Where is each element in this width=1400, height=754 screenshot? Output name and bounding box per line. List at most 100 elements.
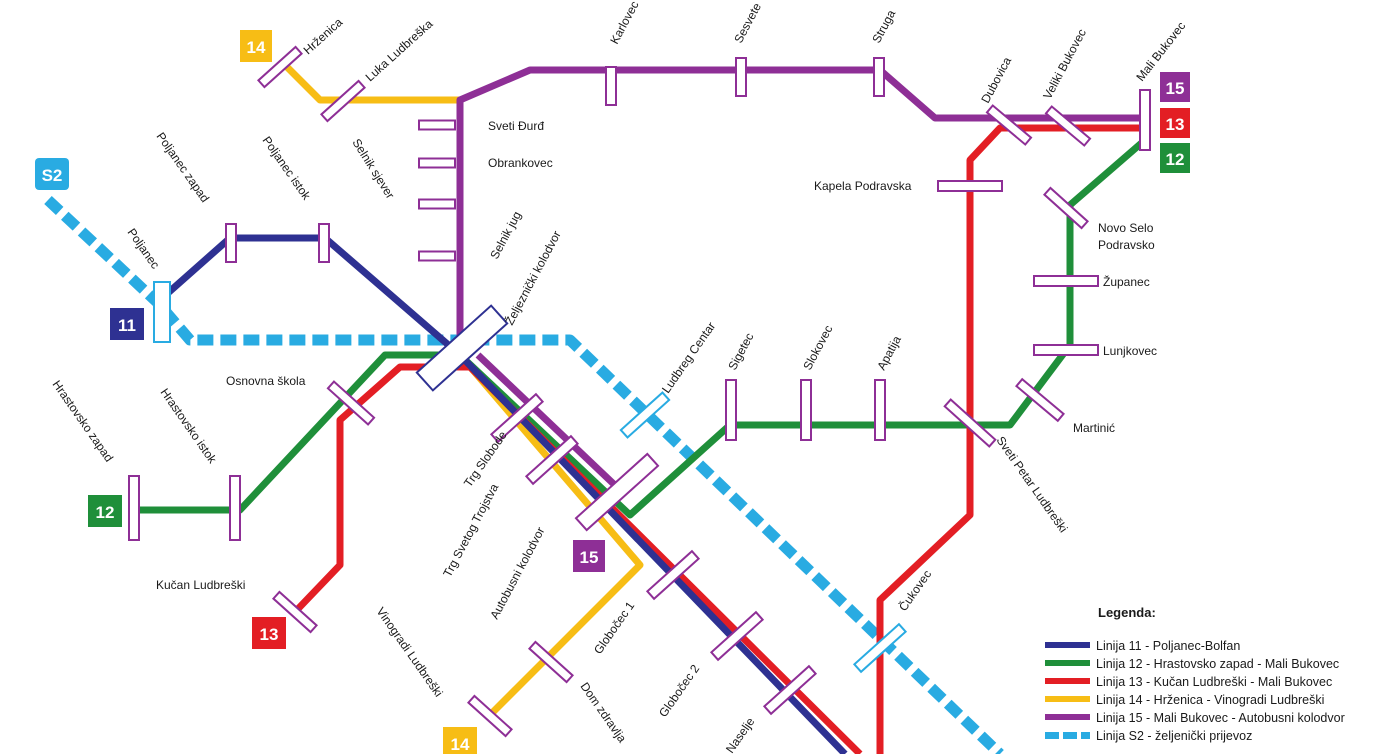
- label-selnik-jug: Selnik jug: [487, 209, 524, 262]
- svg-text:15: 15: [580, 548, 599, 567]
- stop-dubovica[interactable]: [985, 104, 1033, 146]
- stop-selnik-jug[interactable]: [418, 250, 456, 262]
- legend-item: Linija 15 - Mali Bukovec - Autobusni kol…: [1045, 711, 1345, 725]
- stop-novo-selo[interactable]: [1042, 186, 1090, 230]
- label-martinic: Martinić: [1073, 421, 1115, 435]
- label-vinogradi-ludbreski: Vinogradi Ludbreški: [374, 605, 446, 700]
- label-apatija: Apatija: [874, 333, 904, 372]
- label-naselje: Naselje: [723, 715, 758, 754]
- stop-kapela-podravska[interactable]: [937, 180, 1003, 192]
- legend-item: Linija 11 - Poljanec-Bolfan: [1045, 639, 1240, 653]
- stop-hrzenica[interactable]: [256, 45, 304, 89]
- label-hrzenica: Hrženica: [301, 15, 346, 57]
- stop-sesvete[interactable]: [735, 57, 747, 97]
- svg-text:Linija 15 - Mali Bukovec - Aut: Linija 15 - Mali Bukovec - Autobusni kol…: [1096, 711, 1345, 725]
- label-cukovec: Čukovec: [895, 567, 934, 614]
- label-dom-zdravlja: Dom zdravlja: [578, 680, 630, 746]
- label-globocec-2: Globočec 2: [656, 662, 702, 720]
- stop-ludbreg-centar[interactable]: [619, 391, 671, 439]
- svg-text:Linija S2 - željenički prijevo: Linija S2 - željenički prijevoz: [1096, 729, 1252, 743]
- stop-karlovec[interactable]: [605, 66, 617, 106]
- legend-item: Linija 14 - Hrženica - Vinogradi Ludbreš…: [1045, 693, 1324, 707]
- line-15-south-path: [475, 352, 623, 493]
- stop-zeljeznicki-kolodvor[interactable]: [415, 304, 509, 392]
- line-12-path: [130, 137, 1148, 519]
- stop-selnik-sjever[interactable]: [418, 198, 456, 210]
- label-hrastovsko-zapad: Hrastovsko zapad: [50, 378, 117, 465]
- stop-sigetec[interactable]: [725, 379, 737, 441]
- stop-trg-slobode[interactable]: [489, 392, 545, 444]
- svg-text:12: 12: [96, 503, 115, 522]
- stop-kucan-ludbreski[interactable]: [271, 590, 319, 634]
- stop-globocec-2[interactable]: [709, 610, 765, 662]
- label-veliki-bukovec: Veliki Bukovec: [1040, 27, 1089, 102]
- stop-autobusni-kolodvor[interactable]: [574, 452, 660, 532]
- stop-markers: [128, 45, 1151, 738]
- stop-mali-bukovec[interactable]: [1139, 89, 1151, 151]
- line-s2-path: [44, 195, 1004, 754]
- badge-14-top[interactable]: 14: [240, 30, 272, 62]
- label-luka-ludbreska: Luka Ludbreška: [363, 16, 436, 84]
- stop-osnovna-skola[interactable]: [326, 380, 376, 426]
- stop-obrankovec[interactable]: [418, 157, 456, 169]
- label-sveti-petar: Sveti Petar Ludbreški: [994, 434, 1071, 535]
- stop-slokovec[interactable]: [800, 379, 812, 441]
- badge-15-south[interactable]: 15: [573, 540, 605, 572]
- stop-hrastovsko-zapad[interactable]: [128, 475, 140, 541]
- label-obrankovec: Obrankovec: [488, 156, 553, 170]
- stop-martinic[interactable]: [1015, 377, 1065, 423]
- label-autobusni-kolodvor: Autobusni kolodvor: [487, 525, 547, 622]
- label-trg-slobode: Trg Slobode: [461, 428, 510, 489]
- badge-15-east[interactable]: 15: [1160, 72, 1190, 102]
- badge-s2[interactable]: S2: [35, 158, 69, 190]
- stop-sveti-petar[interactable]: [943, 398, 997, 448]
- label-trg-svetog-trojstva: Trg Svetog Trojstva: [440, 481, 501, 579]
- label-zupanec: Županec: [1103, 274, 1150, 289]
- badge-13-south[interactable]: 13: [252, 617, 286, 649]
- stop-trg-svetog-trojstva[interactable]: [524, 434, 580, 486]
- legend: Legenda: Linija 11 - Poljanec-Bolfan Lin…: [1045, 605, 1345, 743]
- badge-12-west[interactable]: 12: [88, 495, 122, 527]
- legend-item: Linija S2 - željenički prijevoz: [1045, 729, 1252, 743]
- stop-lunjkovec[interactable]: [1033, 344, 1099, 356]
- label-zeljeznicki-kolodvor: Željeznički kolodvor: [501, 228, 563, 328]
- label-hrastovsko-istok: Hrastovsko istok: [158, 386, 221, 467]
- svg-text:12: 12: [1166, 150, 1185, 169]
- badge-11[interactable]: 11: [110, 308, 144, 340]
- label-selnik-sjever: Selnik sjever: [349, 136, 397, 201]
- legend-title: Legenda:: [1098, 605, 1156, 620]
- stop-apatija[interactable]: [874, 379, 886, 441]
- svg-text:15: 15: [1166, 79, 1185, 98]
- legend-item: Linija 13 - Kučan Ludbreški - Mali Bukov…: [1045, 675, 1332, 689]
- label-ludbreg-centar: Ludbreg Centar: [659, 319, 718, 395]
- label-sveti-djurd: Sveti Đurđ: [488, 119, 544, 133]
- stop-globocec-1[interactable]: [645, 549, 701, 601]
- stop-zupanec[interactable]: [1033, 275, 1099, 287]
- svg-text:S2: S2: [42, 166, 63, 185]
- label-poljanec-istok: Poljanec istok: [260, 134, 315, 203]
- stop-poljanec-zapad[interactable]: [225, 223, 237, 263]
- label-dubovica: Dubovica: [978, 54, 1014, 105]
- stop-veliki-bukovec[interactable]: [1044, 105, 1092, 147]
- stop-sveti-djurd[interactable]: [418, 119, 456, 131]
- badge-13-east[interactable]: 13: [1160, 108, 1190, 138]
- label-poljanec: Poljanec: [125, 226, 163, 272]
- stop-naselje[interactable]: [762, 664, 818, 716]
- label-lunjkovec: Lunjkovec: [1103, 344, 1157, 358]
- badge-12-east[interactable]: 12: [1160, 143, 1190, 173]
- stop-luka-ludbreska[interactable]: [319, 79, 367, 123]
- label-karlovec: Karlovec: [607, 0, 641, 46]
- stop-cukovec[interactable]: [852, 622, 908, 674]
- svg-text:Linija 11 - Poljanec-Bolfan: Linija 11 - Poljanec-Bolfan: [1096, 639, 1240, 653]
- stop-poljanec[interactable]: [153, 281, 171, 343]
- badge-14-south[interactable]: 14: [443, 727, 477, 754]
- svg-text:14: 14: [451, 735, 470, 754]
- stop-poljanec-istok[interactable]: [318, 223, 330, 263]
- stop-hrastovsko-istok[interactable]: [229, 475, 241, 541]
- stop-struga[interactable]: [873, 57, 885, 97]
- label-kapela-podravska: Kapela Podravska: [814, 179, 912, 193]
- svg-text:14: 14: [247, 38, 266, 57]
- stop-dom-zdravlja[interactable]: [527, 640, 575, 684]
- stop-vinogradi-ludbreski[interactable]: [466, 694, 514, 738]
